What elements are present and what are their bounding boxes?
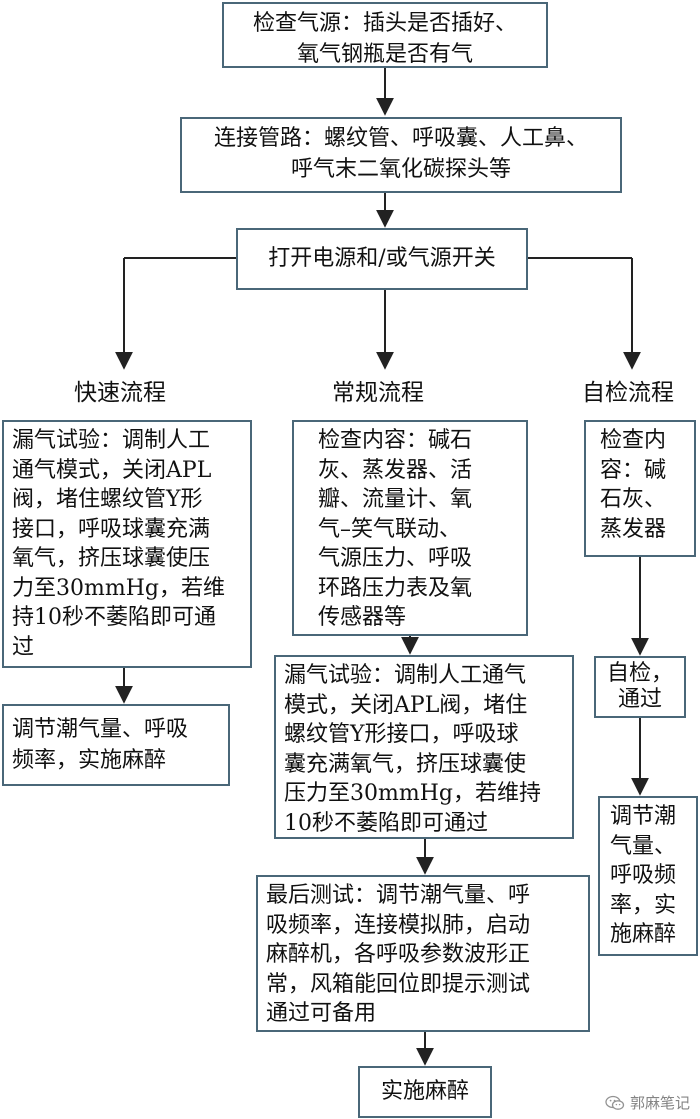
node-fast-leak-test: 漏气试验：调制人工 通气模式，关闭APL 阀，堵住螺纹管Y形 接口，呼吸球囊充满…	[2, 420, 252, 668]
node-self-pass: 自检， 通过	[594, 656, 686, 718]
branch-label-fast: 快速流程	[74, 380, 166, 406]
node-self-final: 调节潮 气量、 呼吸频 率，实 施麻醉	[598, 796, 698, 956]
watermark-text: 郭麻笔记	[629, 1094, 690, 1112]
branch-label-self: 自检流程	[582, 380, 674, 406]
node-check-gas: 检查气源：插头是否插好、 氧气钢瓶是否有气	[222, 2, 548, 68]
node-connect-pipes: 连接管路：螺纹管、呼吸囊、人工鼻、 呼气末二氧化碳探头等	[180, 117, 622, 193]
watermark: 郭麻笔记	[605, 1092, 690, 1113]
wechat-icon	[605, 1095, 625, 1110]
node-routine-final-test: 最后测试：调节潮气量、呼 吸频率，连接模拟肺，启动 麻醉机，各呼吸参数波形正 常…	[256, 875, 590, 1032]
branch-label-routine: 常规流程	[332, 380, 424, 406]
node-routine-final: 实施麻醉	[358, 1066, 492, 1118]
node-routine-check: 检查内容：碱石 灰、蒸发器、活 瓣、流量计、氧 气–笑气联动、 气源压力、呼吸 …	[292, 420, 528, 636]
node-power-on: 打开电源和/或气源开关	[236, 228, 528, 290]
node-fast-final: 调节潮气量、呼吸 频率，实施麻醉	[2, 704, 230, 786]
node-routine-leak-test: 漏气试验：调制人工通气 模式，关闭APL阀，堵住 螺纹管Y形接口，呼吸球 囊充满…	[274, 655, 574, 839]
node-self-check: 检查内 容：碱 石灰、 蒸发器	[584, 420, 696, 557]
